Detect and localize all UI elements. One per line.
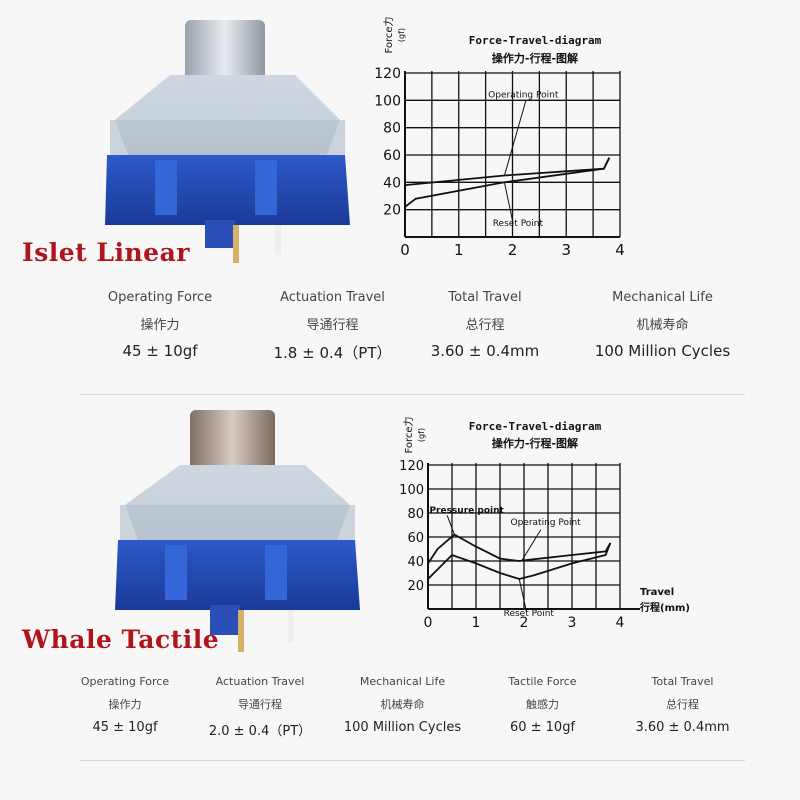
- annotation-label: Operating Point: [510, 518, 581, 528]
- y-tick-label: 100: [374, 93, 401, 109]
- spec-value: 100 Million Cycles: [343, 720, 462, 735]
- spec-label-zh: 导通行程: [306, 318, 359, 333]
- y-tick-label: 100: [399, 483, 424, 498]
- product-section-islet: Islet Linear Force-Travel-diagram 操作力-行程-…: [0, 0, 800, 390]
- annotation-leader: [446, 515, 455, 535]
- y-axis-label: Force力: [382, 16, 395, 53]
- spec-actuation-travel: Actuation Travel 导通行程 1.8 ± 0.4（PT）: [255, 290, 410, 363]
- x-tick-label: 3: [561, 241, 571, 259]
- spec-label: Total Travel: [651, 675, 714, 688]
- spec-value: 3.60 ± 0.4mm: [635, 720, 730, 735]
- annotation-label: Operating Point: [488, 91, 559, 101]
- x-tick-label: 4: [615, 241, 625, 259]
- switch-image: [105, 20, 350, 263]
- spec-total-travel: Total Travel 总行程 3.60 ± 0.4mm: [415, 290, 555, 360]
- spec-label-zh: 操作力: [108, 698, 142, 711]
- spec-value: 2.0 ± 0.4（PT）: [208, 724, 312, 739]
- spec-total-travel: Total Travel 总行程 3.60 ± 0.4mm: [615, 675, 750, 735]
- x-tick-label: 1: [454, 241, 464, 259]
- series-line: [404, 157, 611, 208]
- spec-value: 1.8 ± 0.4（PT）: [273, 344, 392, 362]
- spec-label: Total Travel: [448, 290, 522, 305]
- y-axis-label: Force力: [402, 416, 415, 453]
- spec-mechanical-life: Mechanical Life 机械寿命 100 Million Cycles: [575, 290, 750, 360]
- spec-label: Operating Force: [107, 290, 213, 305]
- spec-label: Tactile Force: [508, 675, 577, 688]
- spec-value: 60 ± 10gf: [509, 720, 576, 735]
- y-tick-label: 80: [407, 507, 424, 522]
- chart-title: Force-Travel-diagram: [469, 420, 602, 433]
- chart-subtitle: 操作力-行程-图解: [492, 51, 578, 65]
- x-axis-unit: 行程(mm): [639, 601, 690, 614]
- y-tick-label: 40: [407, 555, 424, 570]
- y-tick-label: 20: [407, 579, 424, 594]
- y-axis-unit: (gf): [397, 28, 406, 42]
- spec-label-zh: 导通行程: [238, 698, 282, 711]
- chart-title: Force-Travel-diagram: [469, 34, 602, 47]
- spec-operating-force: Operating Force 操作力 45 ± 10gf: [60, 675, 190, 735]
- x-tick-label: 0: [424, 615, 433, 631]
- annotation-leader: [521, 529, 542, 562]
- x-axis-label: Travel: [640, 587, 674, 598]
- x-tick-label: 0: [400, 241, 410, 259]
- product-section-whale: Whale Tactile Force-Travel-diagram 操作力-行程…: [0, 395, 800, 800]
- spec-mechanical-life: Mechanical Life 机械寿命 100 Million Cycles: [320, 675, 485, 735]
- x-tick-label: 1: [472, 615, 481, 631]
- x-tick-label: 4: [616, 615, 625, 631]
- spec-operating-force: Operating Force 操作力 45 ± 10gf: [90, 290, 230, 360]
- annotation-label: Pressure point: [429, 506, 504, 516]
- series-line: [427, 533, 612, 564]
- spec-label: Mechanical Life: [359, 675, 446, 688]
- spec-value: 100 Million Cycles: [594, 342, 731, 360]
- y-axis-unit: (gf): [417, 428, 426, 442]
- spec-label-zh: 总行程: [666, 698, 699, 711]
- y-tick-label: 40: [383, 175, 401, 191]
- force-travel-chart: Force-Travel-diagram 操作力-行程-图解 Force力(gf) 0…: [374, 16, 625, 259]
- switch-image: [115, 410, 360, 652]
- y-tick-label: 60: [407, 531, 424, 546]
- product-title: Islet Linear: [22, 238, 190, 267]
- force-travel-chart: Force-Travel-diagram 操作力-行程-图解 Force力(gf) 0…: [399, 416, 690, 631]
- y-tick-label: 120: [399, 459, 424, 474]
- y-tick-label: 20: [383, 203, 401, 219]
- y-tick-label: 120: [374, 66, 401, 82]
- spec-value: 45 ± 10gf: [122, 342, 198, 360]
- x-tick-label: 3: [568, 615, 577, 631]
- y-tick-label: 60: [383, 148, 401, 164]
- annotation-leader: [503, 182, 513, 221]
- section-divider: [80, 394, 745, 395]
- y-tick-label: 80: [383, 121, 401, 137]
- chart-subtitle: 操作力-行程-图解: [492, 436, 578, 450]
- spec-label: Mechanical Life: [612, 290, 713, 305]
- x-tick-label: 2: [508, 241, 518, 259]
- spec-tactile-force: Tactile Force 触感力 60 ± 10gf: [480, 675, 605, 735]
- spec-label-zh: 触感力: [526, 698, 559, 711]
- annotation-leader: [503, 100, 527, 176]
- x-tick-label: 2: [520, 615, 529, 631]
- spec-value: 45 ± 10gf: [92, 720, 158, 735]
- spec-label-zh: 总行程: [465, 318, 505, 333]
- spec-label: Operating Force: [80, 675, 170, 688]
- spec-value: 3.60 ± 0.4mm: [430, 342, 540, 360]
- annotation-leader: [518, 578, 527, 612]
- spec-label: Actuation Travel: [215, 675, 305, 688]
- section-divider: [80, 760, 745, 761]
- spec-label-zh: 操作力: [140, 318, 180, 333]
- spec-label: Actuation Travel: [280, 290, 385, 305]
- annotation-label: Reset Point: [493, 219, 544, 229]
- product-title: Whale Tactile: [22, 625, 220, 654]
- spec-label-zh: 机械寿命: [636, 318, 689, 333]
- spec-actuation-travel: Actuation Travel 导通行程 2.0 ± 0.4（PT）: [190, 675, 330, 739]
- spec-label-zh: 机械寿命: [380, 698, 425, 711]
- annotation-label: Reset Point: [504, 609, 555, 619]
